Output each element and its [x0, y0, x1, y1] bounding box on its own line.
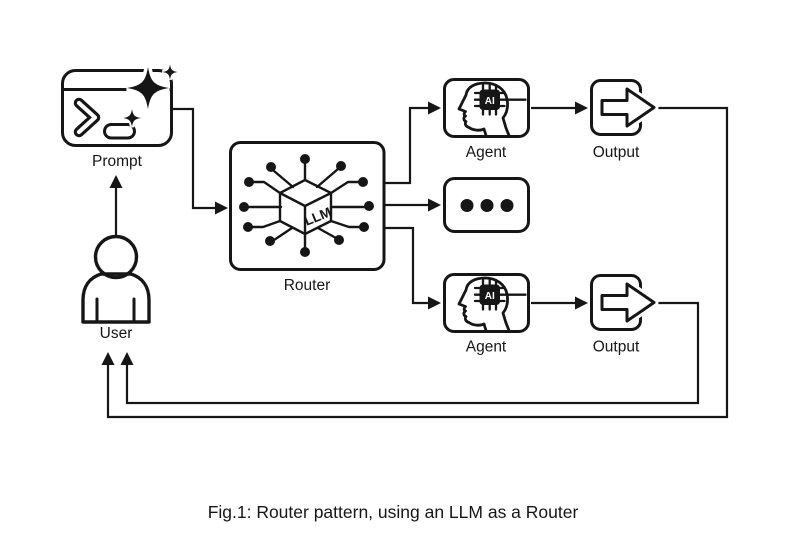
terminal-cursor-pill: [103, 123, 136, 140]
prompt-node: Prompt: [61, 64, 178, 170]
output-node-top: [590, 79, 659, 136]
cube-inner-edges: [278, 191, 333, 236]
connector-output-top-feedback-to-user: [106, 106, 729, 419]
arrowhead-agent-bottom-to-output: [575, 296, 588, 310]
export-arrow: [600, 282, 656, 323]
person-body: [81, 272, 151, 324]
ellipsis-node: [443, 177, 530, 233]
chip-text-bottom: AI: [485, 291, 495, 302]
head-profile-front: [457, 276, 488, 332]
chip-body: [479, 284, 500, 305]
arrowhead-feedback-inner: [120, 352, 134, 365]
sparkles-icon: [122, 64, 178, 128]
arrowhead-router-to-ellipsis: [428, 198, 441, 212]
arrowhead-agent-top-to-output: [575, 101, 588, 115]
arrowhead-router-to-agent-bottom: [428, 296, 441, 310]
export-arrow-icon: [597, 279, 659, 326]
arrowhead-router-to-agent-top: [428, 101, 441, 115]
connector-output-bottom-feedback-to-user: [125, 301, 700, 405]
head-profile-front: [457, 81, 488, 137]
connector-router-to-agent-top: [384, 106, 428, 185]
export-arrow: [600, 87, 656, 128]
connectors: [101, 101, 729, 419]
person-icon: [81, 234, 151, 324]
export-arrow-icon: [597, 84, 659, 131]
chip-pins: [473, 278, 527, 311]
terminal-chevron-inner: [76, 100, 98, 135]
router-label: Router: [284, 277, 331, 294]
output-bottom-label: Output: [593, 339, 640, 356]
chip-pins: [473, 83, 527, 116]
output-node-bottom: [590, 274, 659, 331]
chip-body: [479, 89, 500, 110]
arrowhead-prompt-to-router: [215, 201, 228, 215]
person-head: [93, 234, 139, 280]
figure-caption: Fig.1: Router pattern, using an LLM as a…: [208, 502, 579, 522]
llm-circuit-cube-icon: LLM: [239, 154, 374, 257]
agent-bottom-label: Agent: [466, 339, 507, 356]
user-node: User: [81, 234, 151, 342]
arrowhead-feedback-outer: [101, 352, 115, 365]
arrowhead-user-to-prompt: [109, 175, 123, 188]
sparkle-small-top: [162, 64, 178, 80]
chip-text-top: AI: [485, 96, 495, 107]
agent-node-top: AI: [443, 78, 530, 138]
agent-node-bottom: AI: [443, 273, 530, 333]
output-top-label: Output: [593, 144, 640, 161]
user-label: User: [100, 325, 133, 342]
circuit-dots: [239, 154, 374, 257]
sparkle-large: [126, 66, 170, 110]
agent-top-label: Agent: [466, 144, 507, 161]
circuit-traces: [246, 161, 367, 250]
ai-head-chip-icon: AI: [457, 81, 527, 137]
connector-router-to-agent-bottom: [384, 226, 428, 305]
ai-head-chip-icon: AI: [457, 276, 527, 332]
sparkle-small-bottom: [122, 108, 142, 128]
router-node: LLM Router: [229, 141, 386, 294]
prompt-label: Prompt: [92, 153, 143, 170]
three-dots-icon: [460, 199, 514, 212]
connector-prompt-to-router: [172, 107, 216, 210]
cube-outline: [278, 178, 333, 236]
person-arm-lines: [95, 297, 136, 324]
